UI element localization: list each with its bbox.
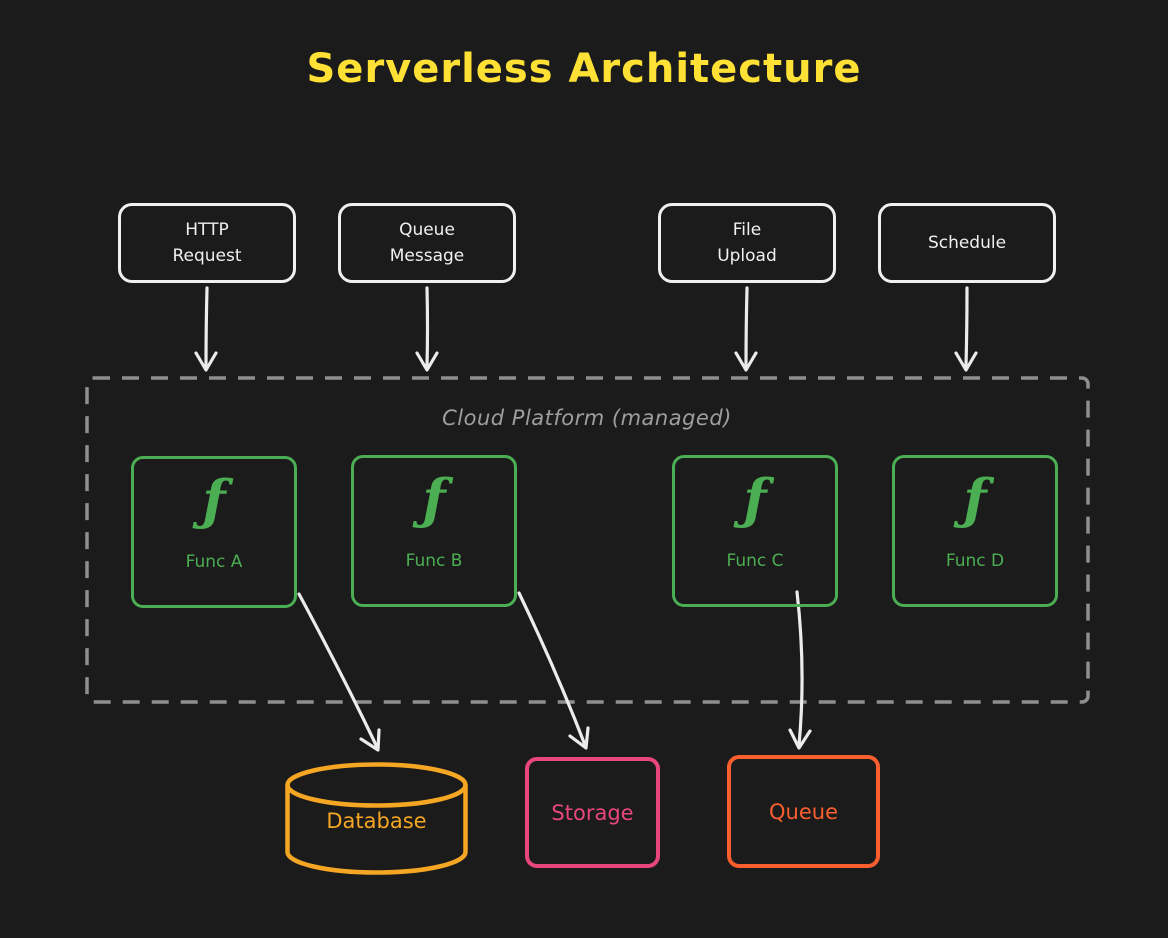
func-b-label: Func B xyxy=(405,551,463,572)
function-icon: ƒ xyxy=(202,468,226,532)
arrow-queue-message-to-platform xyxy=(415,286,439,372)
func-a-label: Func A xyxy=(185,552,243,573)
cloud-platform-label: Cloud Platform (managed) xyxy=(442,406,732,430)
arrow-http-request-to-platform xyxy=(194,286,218,372)
http-request-label: HTTP Request xyxy=(172,219,242,266)
node-http-request: HTTP Request xyxy=(118,203,296,283)
queue-label: Queue xyxy=(769,799,838,824)
diagram-title: Serverless Architecture xyxy=(306,46,862,92)
arrow-func-b-to-storage xyxy=(517,591,590,750)
arrow-func-a-to-database xyxy=(297,592,381,752)
func-d-label: Func D xyxy=(945,551,1005,572)
arrow-func-c-to-queue xyxy=(788,590,812,750)
database-label: Database xyxy=(326,809,427,834)
arrow-schedule-to-platform xyxy=(954,286,978,372)
function-icon: ƒ xyxy=(963,467,987,531)
func-c-label: Func C xyxy=(726,551,784,572)
node-database: Database xyxy=(283,760,470,878)
node-queue-message: Queue Message xyxy=(338,203,516,283)
node-func-d: ƒ Func D xyxy=(892,455,1058,607)
node-queue: Queue xyxy=(727,755,880,868)
arrow-file-upload-to-platform xyxy=(734,286,758,372)
node-file-upload: File Upload xyxy=(658,203,836,283)
function-icon: ƒ xyxy=(743,467,767,531)
function-icon: ƒ xyxy=(422,467,446,531)
schedule-label: Schedule xyxy=(927,232,1007,253)
node-schedule: Schedule xyxy=(878,203,1056,283)
node-storage: Storage xyxy=(525,757,660,868)
storage-label: Storage xyxy=(551,800,634,825)
database-cylinder-icon xyxy=(285,762,468,875)
queue-message-label: Queue Message xyxy=(389,219,465,266)
node-func-a: ƒ Func A xyxy=(131,456,297,608)
file-upload-label: File Upload xyxy=(717,219,777,266)
node-func-c: ƒ Func C xyxy=(672,455,838,607)
node-func-b: ƒ Func B xyxy=(351,455,517,607)
